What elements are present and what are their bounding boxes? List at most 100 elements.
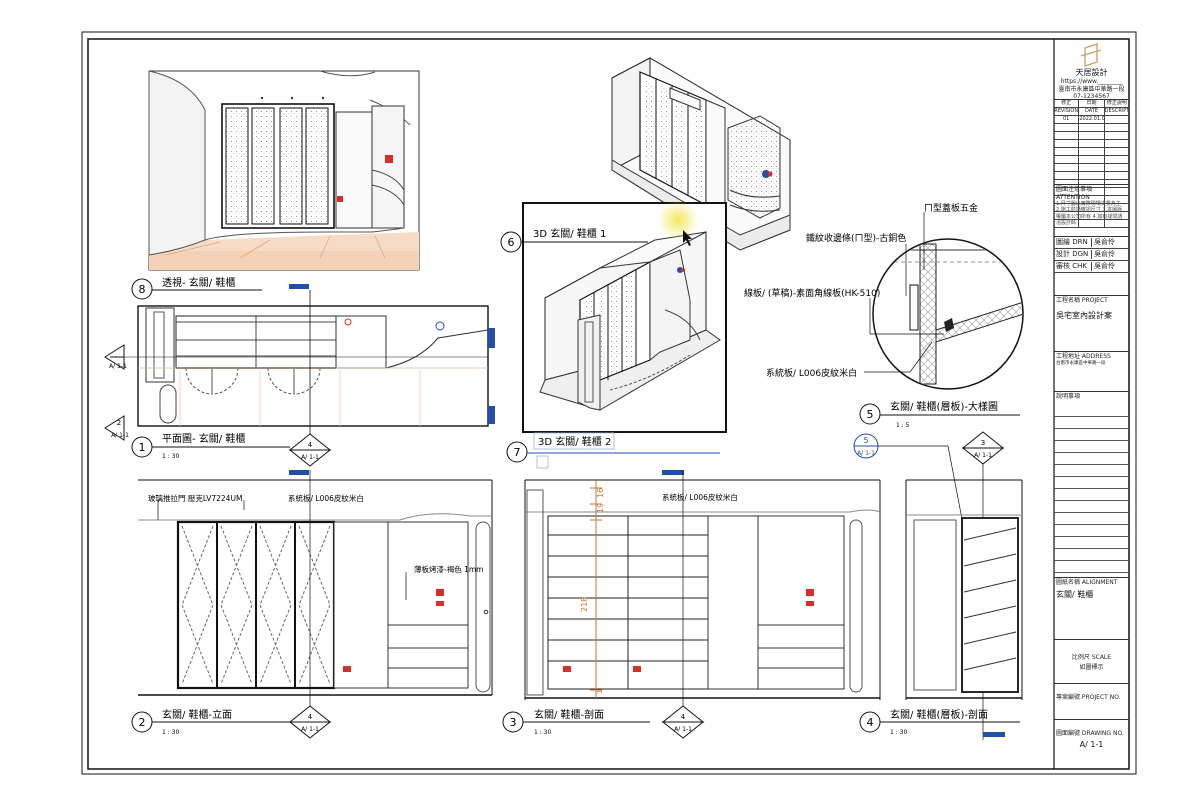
detail-edge-label: 鐵紋收邊條(ㄇ型)-古銅色 — [806, 232, 906, 244]
detail-line-label: 線板/ (草稿)-素面角線板(HK-510) — [744, 287, 880, 299]
rev-row1-no: 01 — [1054, 116, 1080, 123]
view7-title-box[interactable] — [533, 432, 615, 450]
outer-border — [81, 31, 1137, 775]
dim-19: 19 — [596, 503, 605, 513]
project-section: 工程名稱 PROJECT 吳宅室內設計案 — [1054, 295, 1129, 351]
view7-title: 3D 玄關/ 鞋櫃 2 — [538, 435, 611, 448]
company-info-2: 臺南市永康區中華路一段 — [1058, 85, 1125, 93]
elevation-view — [138, 470, 493, 710]
rev-head-desc: 修正說明 — [1106, 100, 1127, 106]
address-value: 台南市永康區中華路一段 — [1056, 360, 1106, 366]
dgn-label: 設計 DGN — [1054, 250, 1092, 259]
alignment-section: 圖紙名稱 ALIGNMENT 玄關/ 鞋櫃 — [1054, 577, 1129, 639]
detail-ref-5-label: A/ 1-1 — [857, 450, 875, 457]
view4-scale: 1 : 30 — [890, 729, 907, 736]
plan-ref-marker-b[interactable]: 2 A/ 1-1 — [104, 415, 129, 441]
view4-title: 玄關/ 鞋櫃(層板)-剖面 — [890, 708, 988, 721]
view2-title: 玄關/ 鞋櫃-立面 — [162, 708, 232, 721]
elev-mid-note: 系統板/ L006皮紋米白 — [288, 493, 364, 503]
attention-text: 1.尺寸圖以實際現場丈量為主 2.施工前請確認尺寸 3.本圖版權屬本公司所有 4… — [1056, 201, 1123, 226]
section-top-note: 系統板/ L006皮紋米白 — [662, 492, 738, 502]
view8-title: 透視- 玄關/ 鞋櫃 — [162, 276, 235, 289]
rev-head-date-en: DATE — [1079, 108, 1105, 115]
isometric-view-6 — [539, 231, 721, 411]
view8-number: 8 — [139, 283, 146, 296]
view4-number: 4 — [867, 716, 874, 729]
view1-number: 1 — [139, 441, 146, 454]
view5-number: 5 — [867, 408, 874, 421]
view7-marker — [506, 441, 528, 463]
drn-label: 圖繪 DRN — [1054, 238, 1092, 247]
detail-hardware-label: ㄇ型蓋板五金 — [924, 202, 978, 214]
company-logo — [1080, 43, 1102, 67]
revision-table: 修正 日期 修正說明 REVISION DATE DESCRIPTION 01 … — [1054, 99, 1129, 228]
address-label: 工程地址 ADDRESS — [1056, 353, 1111, 360]
plan-ref-marker-a[interactable]: A/ 1-1 — [104, 344, 127, 370]
detail-board-label: 系統板/ L006皮紋米白 — [766, 367, 857, 379]
rev-head-no-en: REVISION — [1054, 108, 1080, 115]
section-marker-4-sec-ref: A/ 1-1 — [674, 726, 692, 733]
rev-head-desc-en: DESCRIPTION — [1104, 108, 1129, 114]
dim-1: 1 — [596, 690, 604, 694]
view5-marker — [859, 403, 881, 425]
section-marker-4-plan-ref: A/ 1-1 — [301, 454, 319, 461]
elev-right-note: 薄板烤漆-褐色 1mm — [414, 564, 483, 574]
plan-ref-a-label: A/ 1-1 — [109, 363, 127, 370]
company-info-3: 07-1234567 — [1073, 93, 1110, 100]
view3-scale: 1 : 30 — [534, 729, 551, 736]
dgn-value: 吳俞伶 — [1094, 250, 1115, 259]
attention-label: 圖面注意事項 ATTENTION — [1056, 186, 1093, 201]
isometric-view-top — [611, 57, 791, 251]
view5-title: 玄關/ 鞋櫃(層板)-大樣圖 — [890, 400, 998, 413]
chk-value: 吳俞伶 — [1094, 262, 1115, 271]
project-name: 吳宅室內設計案 — [1056, 310, 1112, 320]
view6-title: 3D 玄關/ 鞋櫃 1 — [533, 227, 606, 240]
section-marker-3-ref: A/ 1-1 — [974, 452, 992, 459]
view8-marker — [131, 278, 153, 300]
section-view — [524, 470, 881, 710]
drawing-no-section: 圖面編號 DRAWING NO. A/ 1-1 — [1054, 719, 1129, 769]
perspective-view — [148, 70, 420, 271]
section-marker-4-section[interactable]: 4 A/ 1-1 — [661, 705, 705, 739]
notes-label: 說明事項 — [1056, 393, 1081, 400]
plan-ref-b-label: A/ 1-1 — [111, 432, 129, 439]
section-marker-4-elev-num: 4 — [308, 713, 313, 721]
plan-view — [118, 284, 495, 440]
view1-title: 平面圖- 玄關/ 鞋櫃 — [162, 432, 245, 445]
section-marker-4-plan[interactable]: 4 A/ 1-1 — [288, 433, 332, 467]
plan-ref-b-number: 2 — [117, 419, 121, 427]
section-marker-4-elev-ref: A/ 1-1 — [301, 726, 319, 733]
view2-scale: 1 : 30 — [162, 729, 179, 736]
section-marker-4-elev[interactable]: 4 A/ 1-1 — [288, 705, 332, 739]
cursor-highlight — [658, 200, 698, 240]
shelf-section-view — [905, 479, 1023, 737]
section-marker-3-top[interactable]: 3 A/ 1-1 — [961, 431, 1005, 465]
alignment-value: 玄關/ 鞋櫃 — [1056, 589, 1094, 599]
attention-section: 圖面注意事項 ATTENTION 1.尺寸圖以實際現場丈量為主 2.施工前請確認… — [1054, 184, 1129, 236]
rev-head-date: 日期 — [1079, 100, 1105, 107]
drawing-no-label: 圖面編號 DRAWING NO. — [1056, 730, 1124, 737]
scale-section: 比例尺 SCALE 如圖標示 — [1054, 639, 1129, 683]
company-info-1: https://www.________ — [1060, 78, 1123, 85]
company-name: 天居設計 — [1075, 68, 1108, 77]
inner-border — [87, 38, 1130, 770]
staff-table: 圖繪 DRN 吳俞伶 設計 DGN 吳俞伶 審核 CHK 吳俞伶 — [1054, 236, 1129, 273]
address-section: 工程地址 ADDRESS 台南市永康區中華路一段 — [1054, 351, 1129, 391]
rev-row1-desc — [1105, 116, 1129, 123]
project-label: 工程名稱 PROJECT — [1056, 297, 1108, 304]
section-marker-4-plan-num: 4 — [308, 441, 313, 449]
mouse-cursor-icon — [683, 230, 692, 246]
view7-number: 7 — [514, 446, 521, 459]
view3-title: 玄關/ 鞋櫃-剖面 — [534, 708, 604, 721]
dim-16: 16 — [596, 488, 605, 498]
rev-row1-date: 2022.01.01 — [1079, 116, 1105, 123]
view6-number: 6 — [508, 236, 515, 249]
detail-ref-marker-5[interactable]: 5 A/ 1-1 — [853, 433, 879, 459]
notes-section: 說明事項 — [1054, 391, 1129, 405]
notes-lines — [1054, 405, 1129, 573]
section-marker-4-sec-num: 4 — [681, 713, 686, 721]
view7-anchor-handle[interactable] — [536, 455, 549, 469]
alignment-label: 圖紙名稱 ALIGNMENT — [1056, 579, 1118, 586]
drawing-no-value: A/ 1-1 — [1079, 739, 1104, 749]
